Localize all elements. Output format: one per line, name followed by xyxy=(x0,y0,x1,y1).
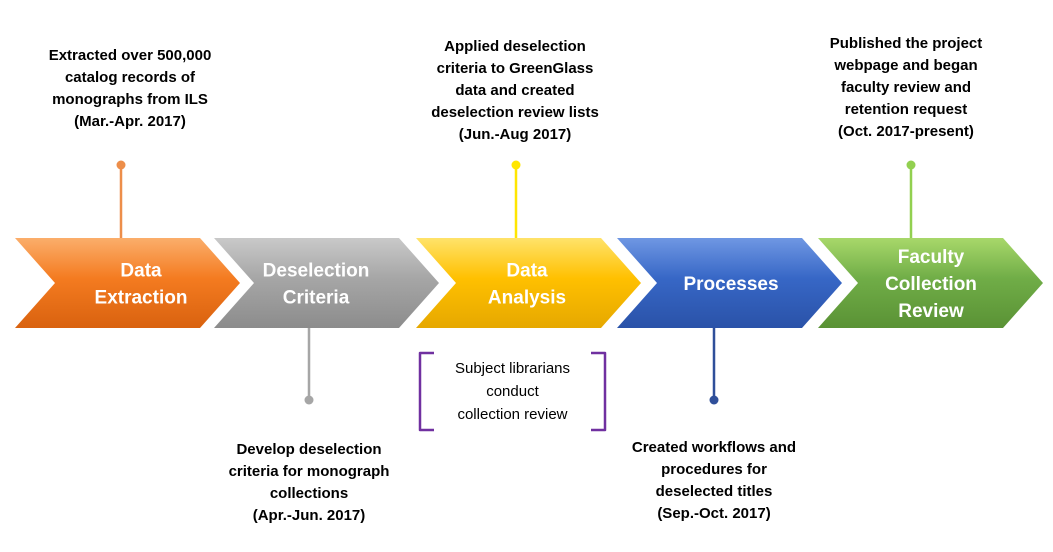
note-line: Created workflows and xyxy=(631,439,797,456)
note-line: deselected titles xyxy=(655,483,773,500)
chevron-step-2 xyxy=(214,238,439,328)
note-line: (Apr.-Jun. 2017) xyxy=(252,507,366,524)
connector-dot-4 xyxy=(709,395,719,405)
chevron-step-5 xyxy=(818,238,1043,328)
step-note-5: Published the project webpage and began fa… xyxy=(756,33,1053,143)
note-line: (Oct. 2017-present) xyxy=(838,123,974,140)
note-line: catalog records of xyxy=(64,69,196,86)
step-note-1: Extracted over 500,000 catalog records of… xyxy=(0,45,280,133)
note-line: Extracted over 500,000 xyxy=(48,47,212,64)
bracket-note-line: Subject librarians xyxy=(454,360,571,377)
note-line: procedures for xyxy=(661,461,767,478)
chevron-label-line: Processes xyxy=(683,274,778,295)
step-note-2: Develop deselection criteria for monograp… xyxy=(159,439,459,527)
left-bracket xyxy=(418,351,434,432)
chevron-label-line: Review xyxy=(898,301,964,322)
bracket-note-line: conduct xyxy=(486,383,539,400)
note-line: webpage and began xyxy=(834,57,978,74)
note-line: Applied deselection xyxy=(444,38,586,55)
note-line: criteria to GreenGlass xyxy=(436,60,594,77)
note-line: faculty review and xyxy=(840,79,972,96)
connector-dot-5 xyxy=(906,160,916,170)
connector-dot-2 xyxy=(304,395,314,405)
note-line: retention request xyxy=(844,101,968,118)
chevron-step-4 xyxy=(617,238,842,328)
chevron-label-line: Data xyxy=(120,261,162,282)
step-note-3: Applied deselection criteria to GreenGlas… xyxy=(365,36,665,146)
connector-dot-3 xyxy=(511,160,521,170)
note-line: (Mar.-Apr. 2017) xyxy=(74,113,186,130)
bracket-note-line: collection review xyxy=(457,406,568,423)
step-note-4: Created workflows and procedures for desel… xyxy=(564,437,864,525)
chevron-step-1 xyxy=(15,238,240,328)
right-bracket xyxy=(591,351,607,432)
chevron-label-line: Deselection xyxy=(263,261,370,282)
note-line: Published the project xyxy=(829,35,983,52)
chevron-step-3 xyxy=(416,238,641,328)
chevron-label-line: Analysis xyxy=(488,288,566,309)
note-line: data and created xyxy=(455,82,575,99)
chevron-label-line: Criteria xyxy=(283,288,350,309)
chevron-label-4: Processes xyxy=(683,274,778,295)
chevron-label-line: Faculty xyxy=(898,247,965,268)
bracket-note: Subject librarians conduct collection revi… xyxy=(420,357,605,426)
note-line: monographs from ILS xyxy=(52,91,208,108)
note-line: (Jun.-Aug 2017) xyxy=(458,126,572,143)
note-line: collections xyxy=(269,485,349,502)
note-line: Develop deselection xyxy=(236,441,382,458)
chevron-label-line: Extraction xyxy=(95,288,188,309)
note-line: (Sep.-Oct. 2017) xyxy=(657,505,771,522)
note-line: deselection review lists xyxy=(431,104,599,121)
note-line: criteria for monograph xyxy=(228,463,390,480)
chevron-label-line: Data xyxy=(506,261,548,282)
connector-dot-1 xyxy=(116,160,126,170)
chevron-label-line: Collection xyxy=(885,274,977,295)
